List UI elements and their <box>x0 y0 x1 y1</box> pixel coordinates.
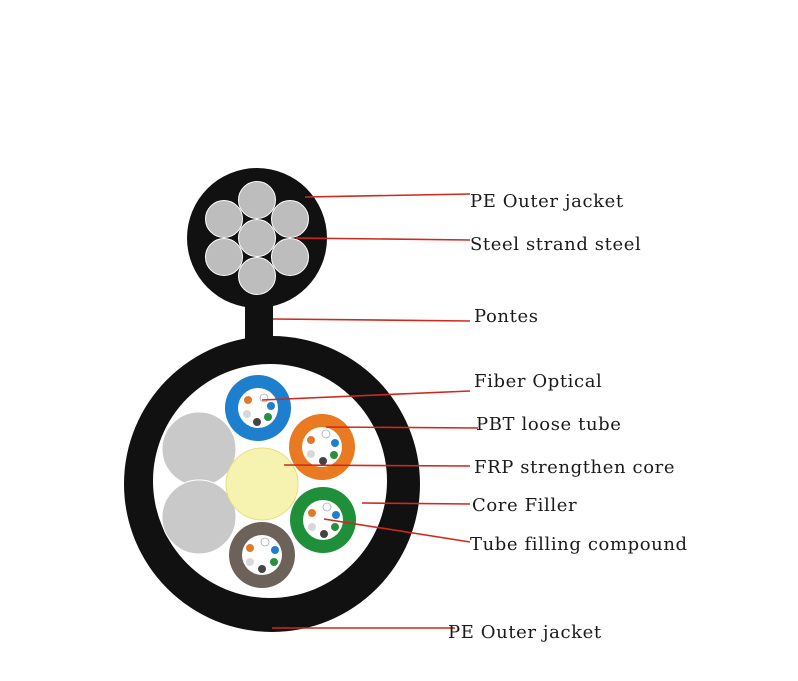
label-core-filler: Core Filler <box>472 495 577 516</box>
loose-tube-blue <box>225 375 291 441</box>
messenger-section <box>187 168 327 308</box>
main-cable-section <box>124 336 420 632</box>
steel-strand <box>238 257 276 295</box>
steel-strand <box>271 200 309 238</box>
steel-strand <box>205 238 243 276</box>
label-fiber-optical: Fiber Optical <box>474 371 602 392</box>
label-pontes: Pontes <box>474 306 539 327</box>
core-filler-rod <box>161 411 237 487</box>
steel-strand <box>238 181 276 219</box>
leader-line <box>304 193 471 198</box>
label-pe-outer-jacket-top: PE Outer jacket <box>470 191 624 212</box>
loose-tube-orange <box>289 414 355 480</box>
leader-line <box>283 464 471 467</box>
label-steel-strand: Steel strand steel <box>470 234 641 255</box>
leader-line <box>295 237 471 241</box>
core-filler-rod <box>161 479 237 555</box>
loose-tube-green <box>290 487 356 553</box>
leader-line <box>325 426 479 429</box>
leader-lines <box>261 193 479 629</box>
label-tube-filling: Tube filling compound <box>470 534 688 555</box>
label-pbt-loose-tube: PBT loose tube <box>476 414 622 435</box>
label-pe-outer-jacket-bottom: PE Outer jacket <box>448 622 602 643</box>
label-frp-core: FRP strengthen core <box>474 457 675 478</box>
leader-line <box>323 518 471 543</box>
loose-tube-brown <box>229 522 295 588</box>
leader-line <box>361 502 471 505</box>
frp-strengthen-core <box>225 447 299 521</box>
leader-line <box>272 318 471 322</box>
labels: PE Outer jacket Steel strand steel Ponte… <box>448 191 688 643</box>
steel-strand <box>271 238 309 276</box>
steel-strand-center <box>238 219 276 257</box>
leader-line <box>261 390 471 401</box>
steel-strand <box>205 200 243 238</box>
